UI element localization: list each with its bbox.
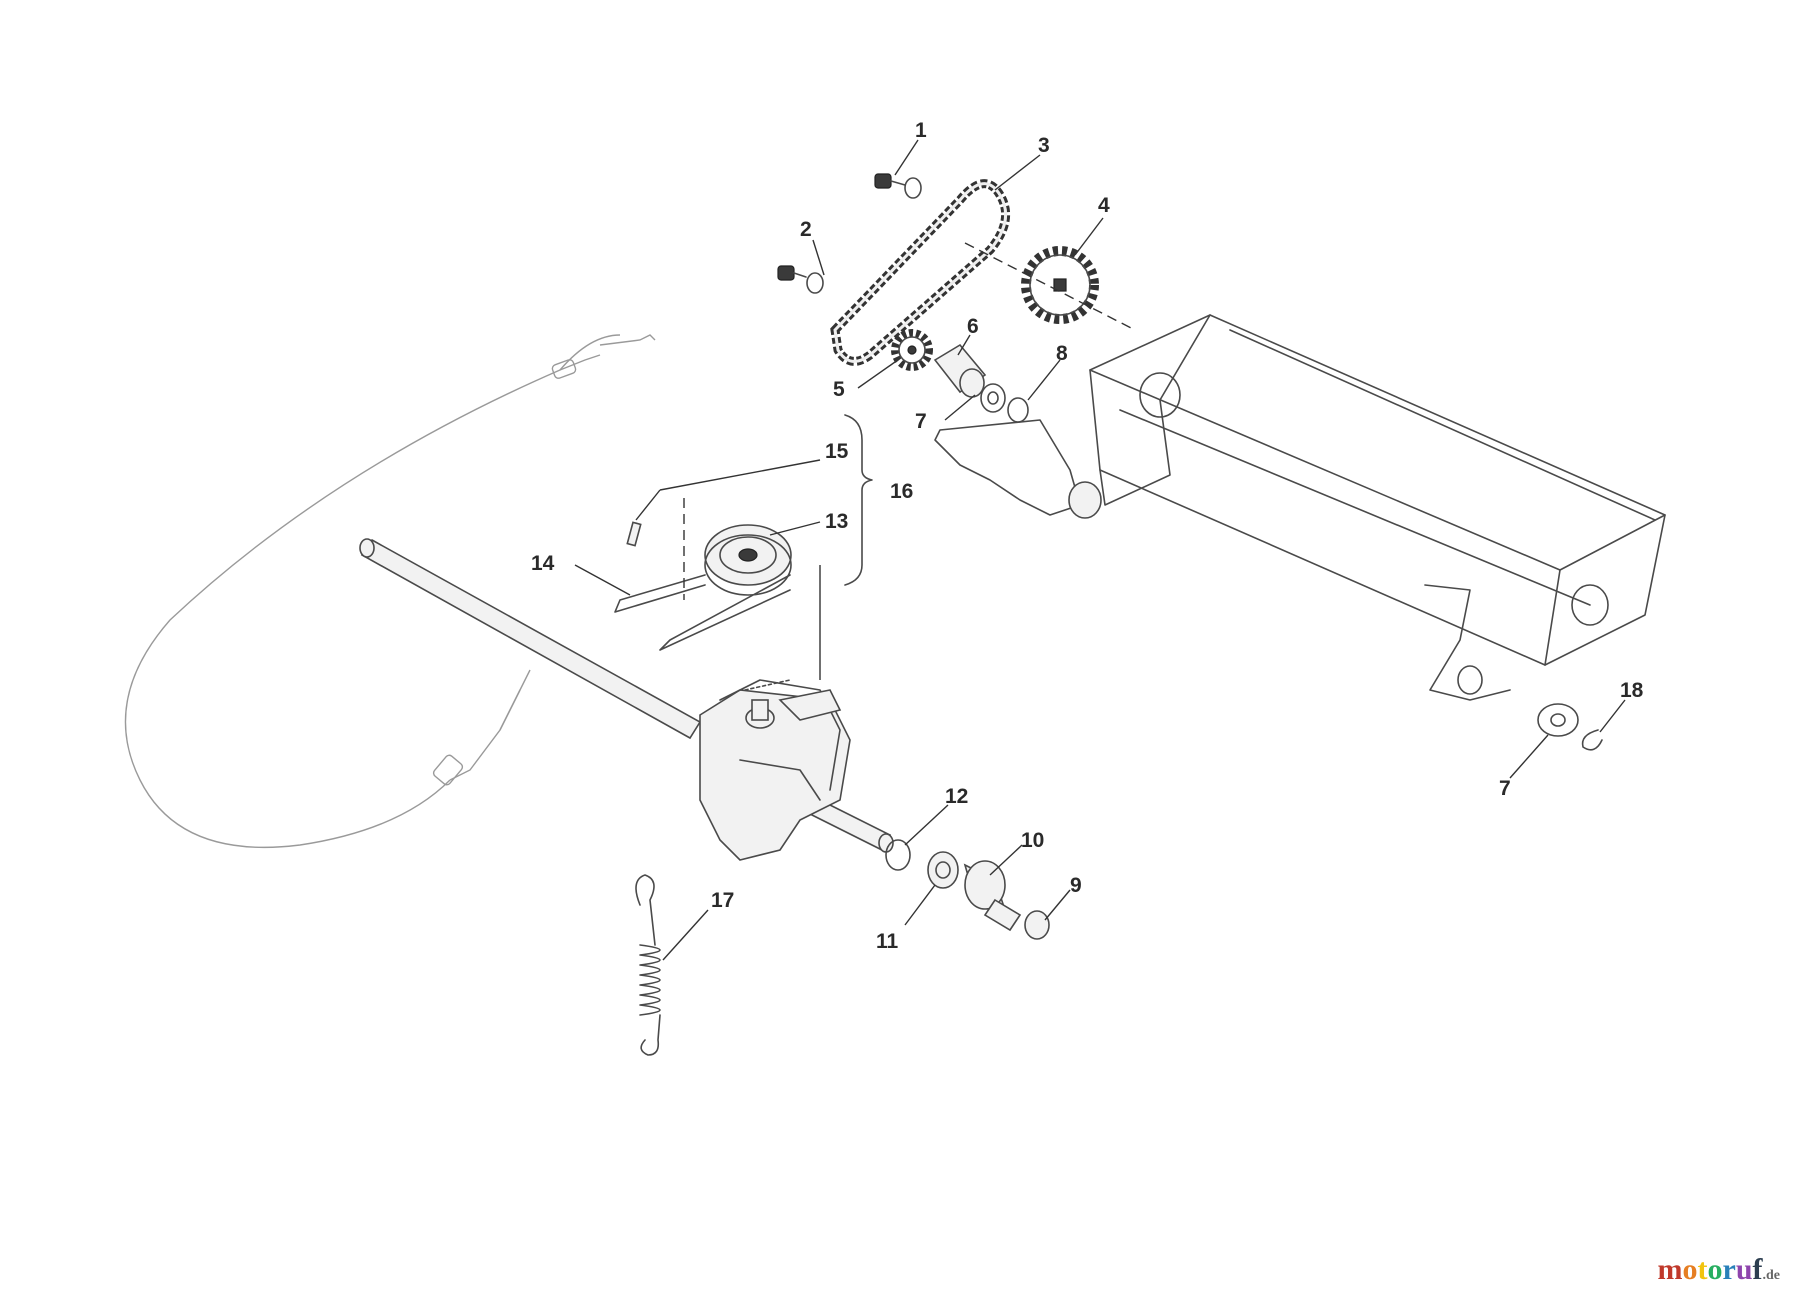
callout-7-upper: 7: [915, 410, 927, 433]
retaining-ring-upper: [1007, 397, 1029, 423]
callout-8: 8: [1056, 342, 1068, 365]
callout-6: 6: [967, 315, 979, 338]
watermark-letter: f: [1752, 1253, 1763, 1286]
callout-9: 9: [1070, 874, 1082, 897]
callout-1: 1: [915, 119, 927, 142]
callout-17: 17: [711, 889, 734, 912]
pin: [626, 521, 642, 547]
callout-16: 16: [890, 480, 913, 503]
leader-lines: [574, 139, 1626, 961]
small-sprocket: [891, 329, 933, 371]
callout-7-lower: 7: [1499, 777, 1511, 800]
callout-10: 10: [1021, 829, 1044, 852]
callout-11: 11: [876, 930, 899, 953]
callout-18: 18: [1620, 679, 1644, 702]
watermark-letter: r: [1722, 1253, 1736, 1286]
end-cap: [1024, 910, 1050, 940]
washer-upper: [980, 383, 1006, 413]
v-belt: [614, 574, 791, 651]
coupling: [963, 860, 1022, 932]
watermark-letter: m: [1657, 1253, 1683, 1286]
washer-lower: [1537, 703, 1579, 737]
tension-spring: [635, 874, 661, 1056]
callout-12: 12: [945, 785, 968, 808]
drive-chain: [830, 179, 1011, 366]
callout-2: 2: [800, 218, 812, 241]
brand-watermark: motoruf.de: [1657, 1253, 1780, 1287]
callout-14: 14: [531, 552, 555, 575]
large-sprocket: [1021, 246, 1099, 324]
callout-labels: 1 2 3 4 5 6 7 8 7 15 16 13 14 12 10 9 11…: [531, 119, 1644, 953]
callout-13: 13: [825, 510, 848, 533]
callout-4: 4: [1098, 194, 1110, 217]
watermark-letter: o: [1707, 1253, 1723, 1286]
callout-5: 5: [833, 378, 845, 401]
retaining-ring-shaft: [885, 839, 911, 871]
control-cable: [124, 334, 656, 849]
watermark-letter: t: [1697, 1253, 1708, 1286]
bearing: [927, 851, 959, 889]
gearbox: [699, 679, 851, 861]
circlip: [1581, 729, 1603, 751]
pulley: [704, 524, 792, 596]
roller-frame: [934, 314, 1666, 701]
callout-3: 3: [1038, 134, 1050, 157]
bolt-2: [777, 265, 824, 294]
watermark-letter: u: [1735, 1253, 1753, 1286]
watermark-tld: .de: [1762, 1268, 1781, 1283]
watermark-logo: motoruf: [1657, 1253, 1762, 1286]
bolt-1: [874, 173, 922, 199]
bushing: [933, 343, 987, 398]
callout-15: 15: [825, 440, 849, 463]
watermark-letter: o: [1682, 1253, 1698, 1286]
